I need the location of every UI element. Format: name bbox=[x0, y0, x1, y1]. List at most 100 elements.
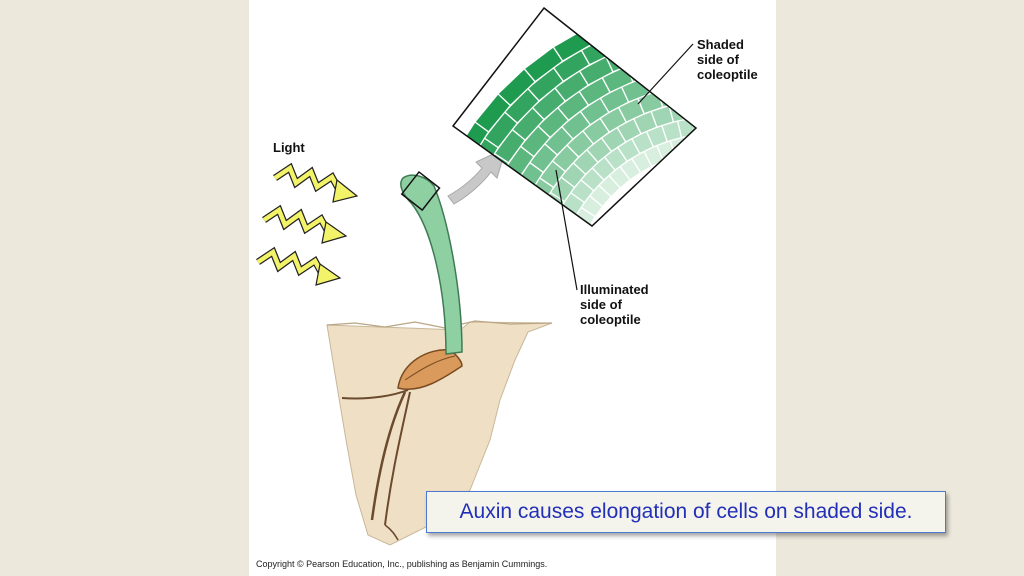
light-ray-middle bbox=[262, 204, 348, 244]
cell bbox=[756, 51, 785, 73]
magnified-cells bbox=[417, 0, 810, 327]
cell bbox=[417, 291, 435, 327]
cell bbox=[617, 8, 658, 32]
cell bbox=[468, 296, 486, 323]
light-ray-top bbox=[273, 162, 359, 203]
cell bbox=[605, 44, 640, 73]
cell bbox=[725, 0, 762, 17]
cell bbox=[708, 14, 741, 31]
cell bbox=[673, 13, 696, 36]
cell bbox=[519, 300, 537, 319]
illuminated-leader-line bbox=[555, 169, 578, 291]
cell bbox=[725, 99, 744, 117]
coleoptile-zoom-box bbox=[400, 170, 441, 212]
cell bbox=[487, 250, 508, 276]
cell bbox=[532, 208, 557, 226]
light-label: Light bbox=[273, 140, 305, 155]
illuminated-label: Illuminated side of coleoptile bbox=[580, 282, 652, 327]
cell bbox=[536, 300, 554, 316]
caption-box: Auxin causes elongation of cells on shad… bbox=[426, 491, 946, 533]
cell bbox=[539, 252, 559, 271]
cell bbox=[584, 13, 625, 45]
cell bbox=[580, 34, 619, 66]
cell bbox=[668, 100, 691, 123]
cell bbox=[468, 269, 487, 296]
illuminated-label-line-1: Illuminated bbox=[580, 282, 649, 297]
cell bbox=[641, 16, 678, 42]
light-ray-bottom bbox=[256, 246, 342, 286]
cell bbox=[652, 8, 692, 22]
cell bbox=[751, 137, 768, 157]
cell bbox=[566, 218, 590, 226]
cell bbox=[759, 104, 781, 125]
cell bbox=[726, 116, 743, 134]
seed bbox=[397, 349, 463, 390]
cell bbox=[610, 24, 648, 52]
cell bbox=[519, 281, 537, 300]
shaded-leader-line bbox=[637, 43, 694, 105]
cell bbox=[693, 115, 696, 136]
cell bbox=[496, 203, 522, 226]
cell bbox=[698, 133, 713, 151]
cell bbox=[738, 134, 754, 153]
copyright-notice: Copyright © Pearson Education, Inc., pub… bbox=[256, 559, 548, 569]
cell bbox=[706, 99, 725, 116]
cell bbox=[739, 15, 773, 36]
cell bbox=[750, 33, 781, 55]
cell bbox=[661, 31, 695, 55]
magnified-frame bbox=[451, 6, 698, 227]
illuminated-label-line-2: side of bbox=[580, 297, 623, 312]
cell bbox=[503, 256, 523, 279]
caption-text: Auxin causes elongation of cells on shad… bbox=[459, 500, 913, 523]
cell bbox=[485, 273, 503, 297]
light-rays bbox=[256, 162, 359, 286]
cell bbox=[777, 38, 810, 62]
cell bbox=[536, 284, 554, 300]
cell bbox=[700, 82, 721, 100]
illuminated-label-line-3: coleoptile bbox=[580, 312, 641, 327]
cell bbox=[770, 19, 805, 43]
cell bbox=[417, 255, 437, 292]
shaded-label: Shaded side of coleoptile bbox=[697, 37, 758, 82]
cell bbox=[625, 56, 658, 83]
shaded-label-line-1: Shaded bbox=[697, 37, 744, 52]
coleoptile bbox=[400, 174, 463, 355]
cell bbox=[520, 262, 539, 282]
cell bbox=[666, 66, 694, 89]
shaded-label-line-2: side of bbox=[697, 52, 740, 67]
cell bbox=[759, 0, 797, 23]
cell bbox=[756, 120, 776, 141]
cell bbox=[741, 83, 764, 103]
cell bbox=[511, 214, 536, 226]
cell bbox=[632, 36, 667, 63]
cell bbox=[507, 235, 529, 259]
cell bbox=[485, 297, 503, 321]
cell bbox=[678, 82, 696, 104]
cell bbox=[760, 86, 784, 108]
cell bbox=[657, 85, 683, 108]
cell bbox=[453, 236, 475, 268]
soil-wedge bbox=[326, 321, 553, 546]
zoom-arrow bbox=[447, 147, 507, 205]
cell bbox=[712, 133, 726, 150]
cell bbox=[688, 8, 696, 17]
cell bbox=[741, 117, 759, 136]
seed-line bbox=[404, 355, 456, 381]
cell bbox=[726, 133, 741, 151]
shaded-label-line-3: coleoptile bbox=[697, 67, 758, 82]
cell bbox=[470, 243, 491, 272]
cell bbox=[504, 181, 532, 212]
cell bbox=[562, 232, 583, 251]
cell bbox=[502, 277, 520, 299]
cell bbox=[458, 206, 485, 226]
cell bbox=[721, 82, 742, 100]
cell bbox=[543, 236, 564, 256]
root-tip bbox=[384, 524, 399, 541]
soil-surface bbox=[326, 320, 553, 329]
cell bbox=[523, 244, 544, 265]
cell bbox=[710, 116, 727, 133]
root-left bbox=[341, 389, 409, 400]
cell bbox=[554, 273, 573, 289]
